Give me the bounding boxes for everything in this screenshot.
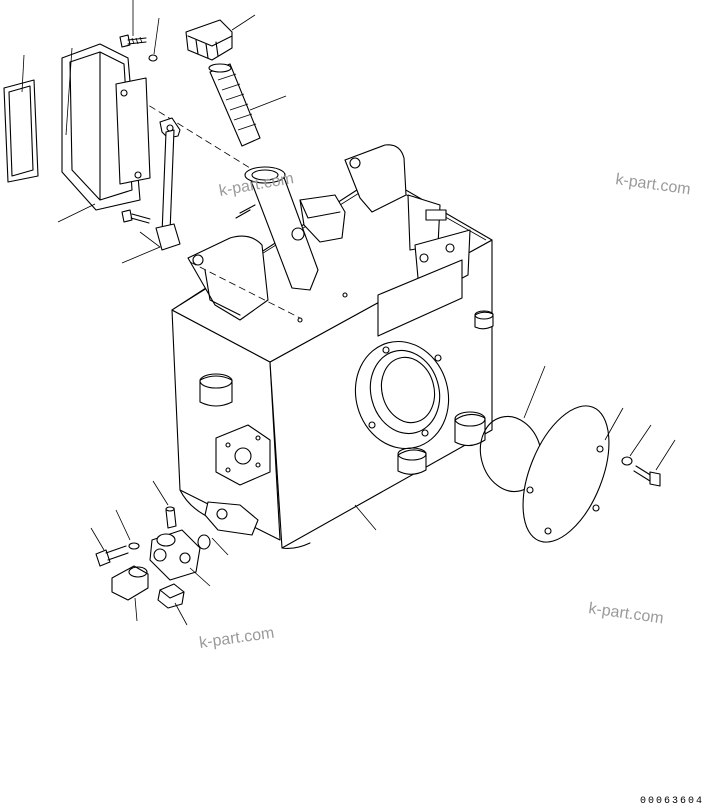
- side-port-flange: [354, 340, 450, 450]
- cover-plate-washer: [621, 456, 633, 466]
- drain-plug-large: [111, 565, 149, 601]
- level-gauge-rod: [155, 117, 181, 251]
- mounting-bracket-left: [187, 235, 301, 321]
- drain-flange: [204, 501, 259, 536]
- cover-washer: [148, 54, 158, 62]
- drawing-code: 00063604: [640, 796, 704, 807]
- cover-bolt: [119, 34, 147, 48]
- right-boss-b: [397, 447, 427, 475]
- drain-bolt: [95, 545, 129, 567]
- filler-neck: [235, 166, 319, 291]
- pin: [165, 506, 177, 529]
- strainer-element: [208, 63, 261, 147]
- gasket-left: [3, 79, 39, 183]
- watermark-text: k-part.com: [587, 600, 664, 627]
- sensor-box: [291, 194, 346, 243]
- filler-cap: [185, 19, 233, 61]
- drain-elbow: [149, 529, 201, 581]
- cover-plate-bolt: [633, 465, 661, 487]
- mounting-bracket-right: [344, 144, 471, 337]
- front-flange: [215, 424, 271, 486]
- right-boss-a: [454, 411, 486, 447]
- level-gauge-cover: [61, 43, 151, 211]
- drain-plug-small: [157, 583, 185, 609]
- front-boss: [199, 373, 233, 407]
- watermark-text: k-part.com: [614, 171, 691, 198]
- leader-lines: [21, 0, 676, 626]
- side-cover-plate: [522, 405, 610, 543]
- drain-washer: [128, 542, 140, 550]
- right-boss-c: [474, 310, 494, 330]
- o-ring-small: [197, 534, 211, 550]
- gauge-bolt: [121, 209, 151, 224]
- watermark-text: k-part.com: [198, 625, 275, 652]
